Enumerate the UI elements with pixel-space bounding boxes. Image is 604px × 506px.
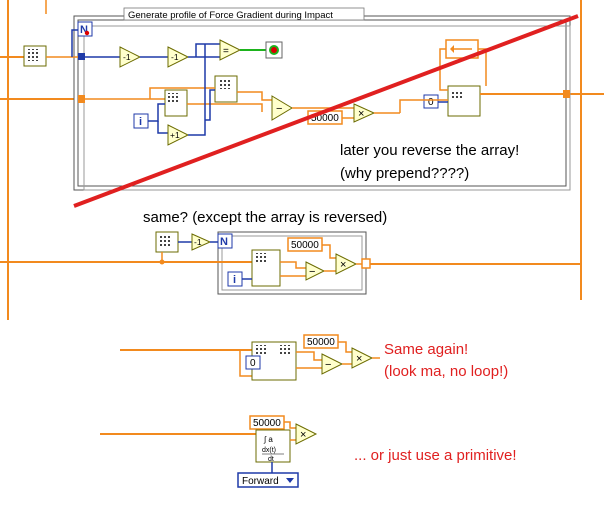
decrement-label-3: -1 — [194, 237, 202, 247]
dropdown-arrow-icon — [286, 478, 294, 483]
no-loop-version: 0 − 50000 × — [120, 334, 380, 381]
multiply-label-4: × — [300, 429, 306, 441]
primitive-note: ... or just use a primitive! — [354, 447, 517, 464]
equal-label: = — [223, 46, 229, 57]
subtract-label-3: − — [325, 359, 331, 371]
subtract-node-1[interactable] — [271, 95, 293, 121]
subtract-node-3[interactable] — [321, 353, 344, 375]
loop2-contents: -1 N i − 50000 × — [0, 231, 581, 287]
multiply-label-2: × — [340, 259, 346, 271]
derivative-top: ∫ a — [263, 435, 273, 444]
multiply-label-3: × — [356, 353, 362, 365]
sequence-structure-1[interactable]: Generate profile of Force Gradient durin… — [73, 7, 571, 191]
multiply-node-1[interactable] — [353, 103, 376, 123]
strike-line — [73, 14, 579, 208]
same-note: same? (except the array is reversed) — [143, 209, 387, 226]
derivative-primitive[interactable] — [255, 429, 291, 463]
iteration-label-2: i — [233, 274, 236, 286]
increment-label: +1 — [170, 130, 180, 140]
forward-mode-label: Forward — [242, 476, 279, 487]
multiplier-constant-4-value: 50000 — [253, 418, 281, 429]
derivative-num: dx(t) — [262, 447, 276, 454]
init-array-value: 0 — [428, 97, 434, 108]
multiply-node-4[interactable] — [295, 423, 318, 445]
subtract-label-2: − — [309, 266, 315, 278]
loop2-output-tunnel[interactable] — [361, 258, 371, 269]
iteration-label-1: i — [139, 116, 142, 128]
no-loop-index-constant[interactable] — [245, 355, 261, 370]
loop1-contents: N -1 -1 = − i — [23, 21, 570, 146]
multiply-label-1: × — [358, 108, 364, 120]
reverse-note-line1: later you reverse the array! — [340, 142, 519, 159]
same-again-line2: (look ma, no loop!) — [384, 363, 508, 380]
multiply-node-3[interactable] — [351, 347, 374, 369]
same-again-line1: Same again! — [384, 341, 468, 358]
count-terminal-2[interactable] — [217, 233, 233, 249]
forward-mode-dropdown[interactable] — [237, 472, 299, 488]
multiplier-constant-1-value: 50000 — [311, 113, 339, 124]
structure-label-box — [123, 7, 365, 21]
count-terminal-label: N — [80, 24, 88, 36]
increment-node[interactable] — [167, 124, 190, 146]
structure-label: Generate profile of Force Gradient durin… — [128, 10, 333, 21]
subtract-label-1: − — [276, 103, 282, 115]
multiplier-constant-3-value: 50000 — [307, 337, 335, 348]
derivative-den: dt — [268, 456, 274, 463]
subtract-node-2[interactable] — [305, 261, 326, 281]
multiply-node-2[interactable] — [335, 253, 358, 275]
no-loop-index-value: 0 — [250, 358, 256, 369]
multiplier-constant-2-value: 50000 — [291, 240, 319, 251]
shift-register-right[interactable] — [563, 90, 570, 98]
decrement-node-2[interactable] — [167, 46, 190, 68]
reverse-note-line2: (why prepend????) — [340, 165, 469, 182]
decrement-node-3[interactable] — [191, 233, 212, 251]
background-wires — [0, 0, 604, 320]
count-terminal-2-label: N — [220, 236, 228, 248]
decrement-label-2: -1 — [171, 52, 179, 62]
decrement-label-1: -1 — [123, 52, 131, 62]
decrement-node-1[interactable] — [119, 46, 142, 68]
equal-node[interactable] — [219, 39, 242, 61]
primitive-version: 50000 ∫ a dx(t) dt × Forward — [100, 415, 318, 488]
shift-register-left[interactable] — [78, 95, 85, 103]
